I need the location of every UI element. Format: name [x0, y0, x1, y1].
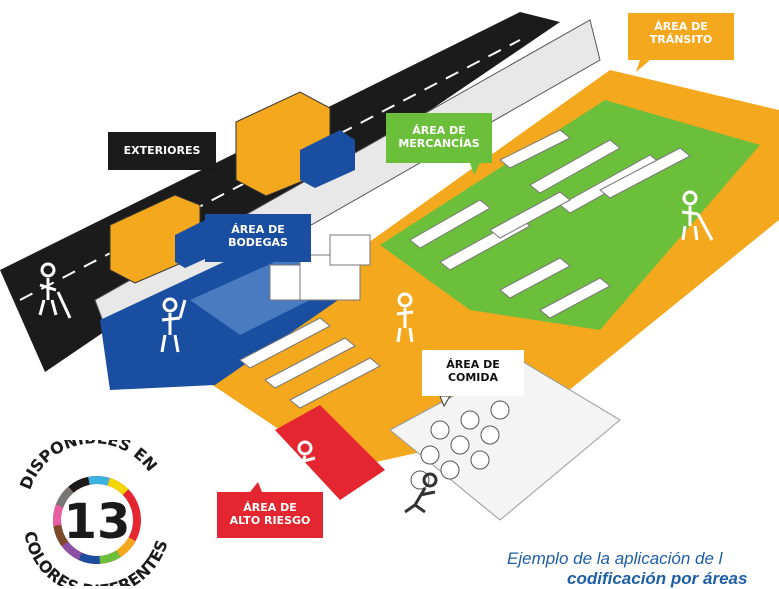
storage-boxes	[269, 234, 371, 301]
label-comida-line2: COMIDA	[447, 371, 499, 384]
label-riesgo-line2: ALTO RIESGO	[229, 514, 311, 527]
label-exteriores: EXTERIORES	[108, 132, 216, 170]
label-area-bodegas: ÁREA DE BODEGAS	[205, 214, 311, 262]
aisle-shelves	[239, 317, 381, 409]
colors-available-badge: 13 DISPONIBLES EN COLORES DIFERENTES	[16, 440, 172, 586]
cleaner-figure-transit	[396, 292, 414, 343]
cleaner-figure-high-risk	[288, 440, 316, 486]
label-bodegas-line2: BODEGAS	[228, 236, 288, 249]
cleaner-figure-merchandise	[681, 190, 714, 241]
label-mercancias-line1: ÁREA DE	[412, 124, 466, 137]
cleaner-figure-exterior	[38, 262, 72, 319]
label-area-transito: ÁREA DE TRÁNSITO	[628, 13, 734, 60]
label-comida-line1: ÁREA DE	[446, 358, 500, 371]
label-area-alto-riesgo: ÁREA DE ALTO RIESGO	[217, 492, 323, 538]
caption-line1: Ejemplo de la aplicación de l	[507, 549, 723, 568]
label-transito-line2: TRÁNSITO	[649, 33, 713, 46]
label-area-mercancias: ÁREA DE MERCANCÍAS	[386, 113, 492, 163]
merchandise-shelves	[409, 129, 691, 319]
label-transito-line1: ÁREA DE	[654, 20, 708, 33]
label-exteriores-text: EXTERIORES	[123, 144, 201, 157]
badge-number: 13	[64, 494, 131, 550]
cleaner-figure-dining	[404, 472, 438, 514]
caption-line2: codificación por áreas	[567, 569, 748, 588]
caption: Ejemplo de la aplicación de l codificaci…	[507, 549, 779, 589]
cleaner-figure-storage	[160, 297, 187, 353]
label-riesgo-line1: ÁREA DE	[243, 501, 297, 514]
label-area-comida: ÁREA DE COMIDA	[422, 350, 524, 396]
label-bodegas-line1: ÁREA DE	[231, 223, 285, 236]
delivery-trucks	[109, 91, 355, 284]
high-risk-floor	[275, 405, 385, 500]
label-mercancias-line2: MERCANCÍAS	[398, 137, 480, 150]
